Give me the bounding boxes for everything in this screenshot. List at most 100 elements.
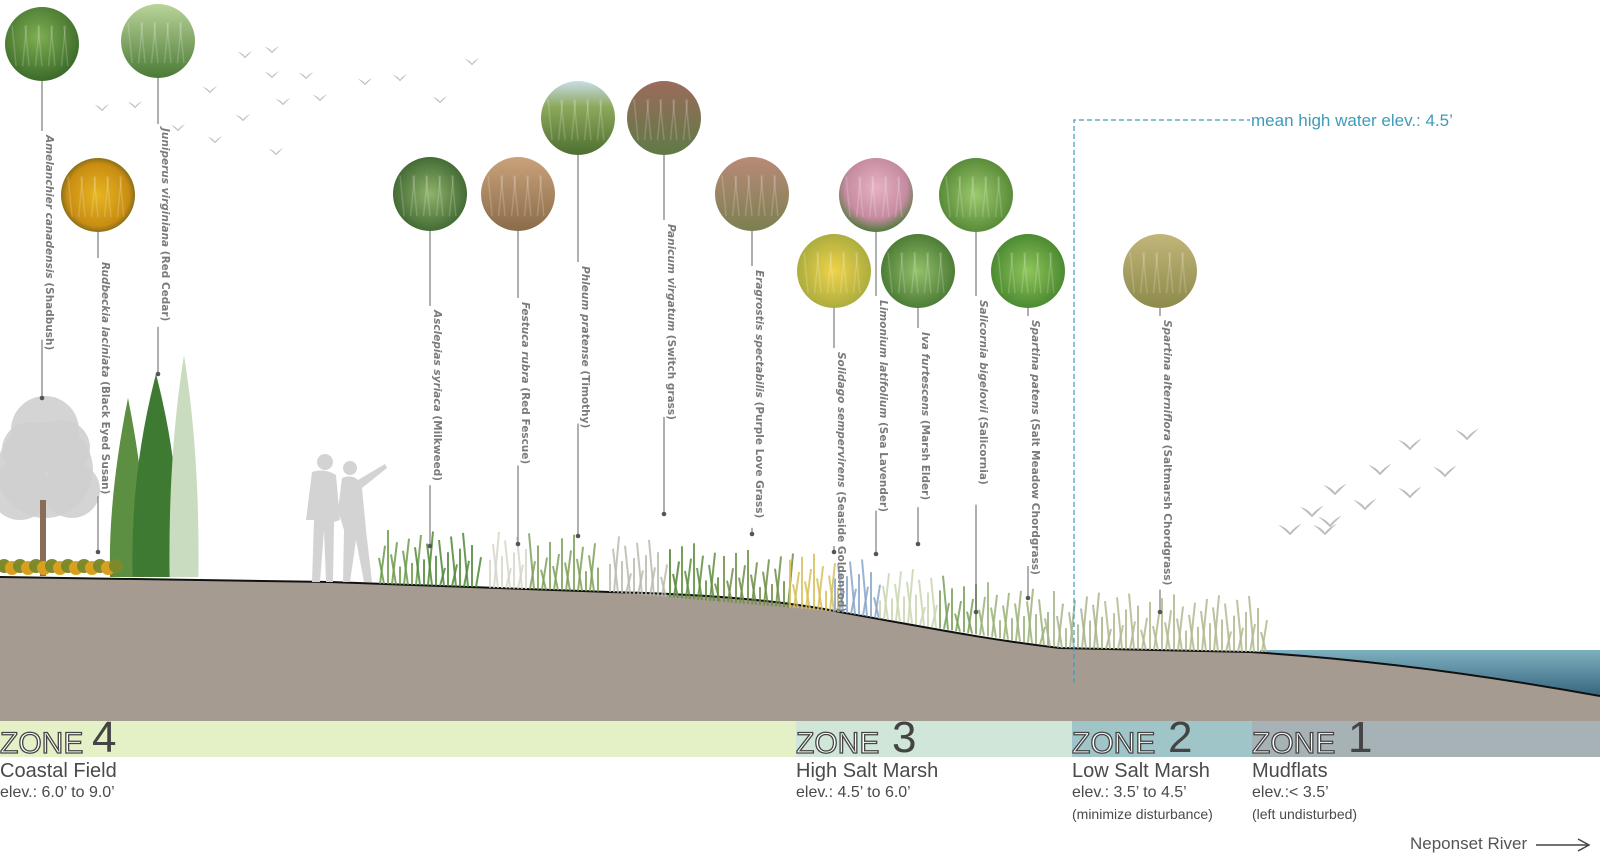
plant-photo-texture (487, 175, 493, 217)
plant-photo-texture (34, 25, 41, 67)
plant-label: Rudbeckia laciniata (Black Eyed Susan) (99, 262, 111, 494)
plant-photo-texture (103, 176, 110, 218)
plant-photo-texture (884, 176, 890, 218)
bird-icon (1318, 515, 1342, 528)
leader-dot (515, 541, 521, 547)
zone-2-elevation: elev.: 3.5’ to 4.5’ (1072, 784, 1187, 801)
bird-flock-left (94, 46, 480, 156)
plant-photo-texture (37, 25, 43, 67)
zone-3-elevation: elev.: 4.5’ to 6.0’ (796, 784, 911, 801)
plant-photo-texture (994, 176, 1001, 218)
plant-latin-name: Festuca rubra (519, 302, 531, 387)
plant-photo-texture (826, 252, 833, 294)
plant-photo-texture (813, 252, 820, 294)
plant-photo-texture (50, 25, 56, 67)
plant-photo-texture (500, 175, 506, 217)
plant-photo-texture (913, 252, 919, 294)
plant-photo-texture (1152, 252, 1159, 294)
vegetation-layer (0, 355, 1268, 653)
river-label: Neponset River (1410, 834, 1592, 854)
plant-photo-texture (1142, 252, 1148, 294)
grass-clump (489, 531, 527, 589)
zone-1-word: ZONE (1251, 727, 1336, 760)
bird-icon (94, 104, 110, 112)
plant-common-name: (Milkweed) (431, 415, 443, 481)
plant-photo-texture (47, 25, 54, 67)
mean-high-water-marker: mean high water elev.: 4.5’ (1073, 111, 1453, 683)
plant-photo-texture (1033, 252, 1040, 294)
plant-latin-name: Panicum virgatum (665, 224, 677, 335)
plant-photo-texture (923, 252, 930, 294)
plant-photo-texture (659, 99, 665, 141)
plant-label: Limonium latifolium (Sea Lavender) (877, 300, 889, 512)
leader-dot (973, 609, 979, 615)
plant-photo-texture (656, 99, 663, 141)
plant-callout: Salicornia bigelovii (Salicornia) (939, 158, 1013, 615)
plant-photo-texture (1049, 252, 1055, 294)
plant-photo-texture (536, 175, 543, 217)
plant-common-name: (Shadbush) (43, 282, 55, 350)
plant-photo-texture (106, 176, 112, 218)
arrow-right-icon (1535, 837, 1591, 852)
shadbush-shrub (0, 396, 100, 576)
plant-photo (715, 157, 789, 231)
plant-callout: Amelanchier canadensis (Shadbush) (5, 7, 79, 401)
leader-dot (155, 371, 161, 377)
plant-latin-name: Salicornia bigelovii (977, 300, 989, 417)
leader-dot (831, 549, 837, 555)
plant-photo-texture (731, 175, 738, 217)
plant-common-name: (Switch grass) (665, 335, 677, 420)
plant-photo-texture (1020, 252, 1027, 294)
plant-photo-texture (643, 99, 650, 141)
plant-photo-texture (1168, 252, 1174, 294)
river-label-text: Neponset River (1410, 834, 1528, 853)
plant-photo-texture (868, 176, 875, 218)
plant-photo (5, 7, 79, 81)
plant-photo (541, 81, 615, 155)
plant-label: Solidago sempervirens (Seaside Goldenrod… (835, 352, 847, 612)
bird-icon (357, 78, 373, 86)
plant-photo-texture (1129, 252, 1135, 294)
plant-photo-texture (412, 175, 418, 217)
plant-label: Salicornia bigelovii (Salicornia) (977, 300, 989, 485)
plant-common-name: (Red Fescue) (519, 387, 531, 464)
plant-photo-texture (513, 175, 519, 217)
plant-common-name: (Marsh Elder) (919, 420, 931, 500)
plant-label: Juniperus virginiana (Red Cedar) (159, 126, 171, 321)
plant-callout: Spartina patens (Salt Meadow Chordgrass) (991, 234, 1065, 601)
plant-label: Asclepias syriaca (Milkweed) (431, 309, 443, 481)
plant-label: Panicum virgatum (Switch grass) (665, 224, 677, 420)
plant-photo-texture (583, 99, 590, 141)
plant-photo-texture (21, 25, 28, 67)
plant-photo-texture (968, 176, 975, 218)
plant-photo-texture (747, 175, 753, 217)
plant-photo-texture (539, 175, 545, 217)
plant-photo-texture (1046, 252, 1053, 294)
plant-photo-texture (560, 99, 566, 141)
ground-section (0, 577, 1600, 721)
plant-label: Spartina patens (Salt Meadow Chordgrass) (1029, 320, 1041, 575)
plant-photo-texture (399, 175, 405, 217)
grass-clump (789, 553, 839, 612)
bird-icon (268, 148, 284, 156)
plant-photo-texture (11, 25, 17, 67)
plant-common-name: (Purple Love Grass) (753, 402, 765, 519)
leader-dot (873, 551, 879, 557)
zone-4-name: Coastal Field (0, 760, 117, 782)
plant-photo-texture (858, 176, 864, 218)
bird-icon (207, 136, 223, 144)
zone-1-elevation: elev.:< 3.5’ (1252, 784, 1329, 801)
plant-photo-texture (734, 175, 740, 217)
zone-3-word: ZONE (795, 727, 880, 760)
plant-photo-texture (894, 176, 901, 218)
bird-icon (264, 46, 280, 54)
grass-clump (609, 536, 680, 599)
bird-icon (1323, 483, 1347, 496)
zone-2-word: ZONE (1071, 727, 1156, 760)
plant-photo-texture (547, 99, 553, 141)
plant-photo-texture (586, 99, 592, 141)
plant-photo (481, 157, 555, 231)
plant-photo-texture (855, 176, 862, 218)
zone-4-elevation: elev.: 6.0’ to 9.0’ (0, 784, 115, 801)
zone-2-name: Low Salt Marsh (1072, 760, 1210, 782)
